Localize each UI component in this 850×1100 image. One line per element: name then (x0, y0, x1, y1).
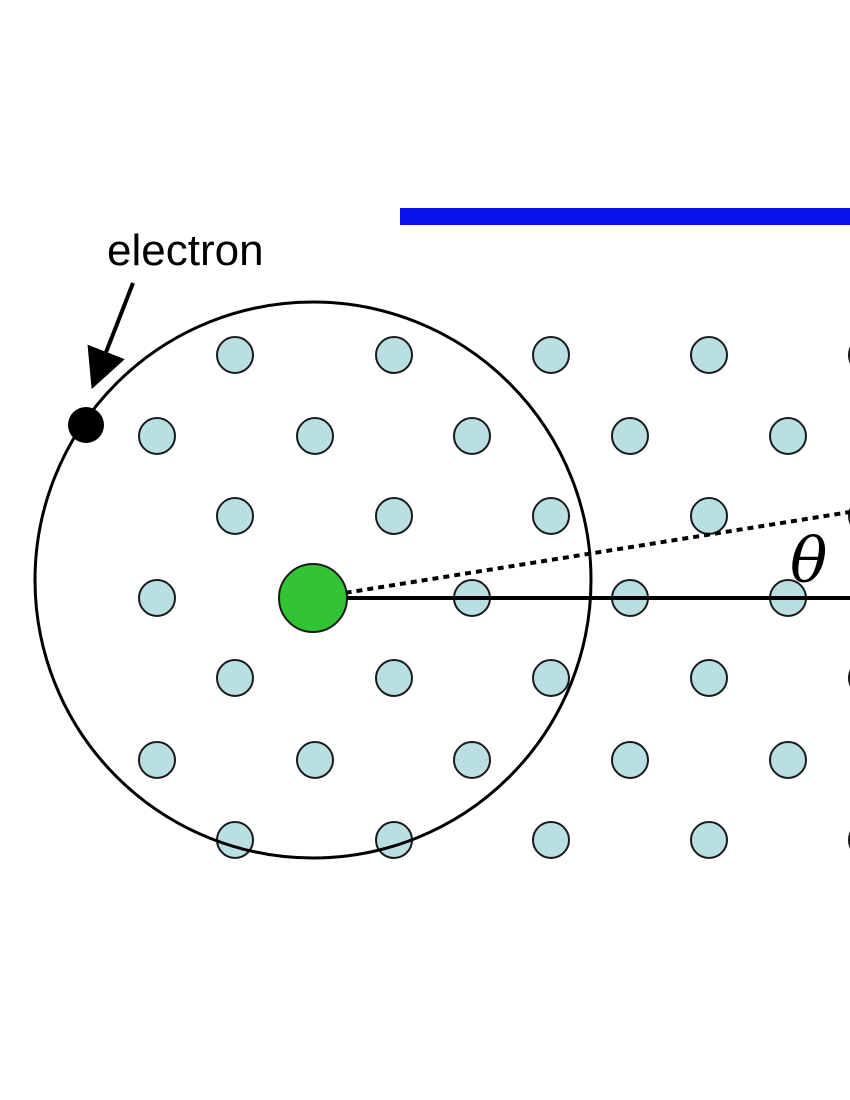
lattice-atom (138, 417, 176, 455)
lattice-atom (216, 497, 254, 535)
lattice-atom (453, 417, 491, 455)
electron-dot (68, 407, 104, 443)
electron-orbit (33, 300, 593, 860)
lattice-atom (532, 659, 570, 697)
lattice-atom (138, 741, 176, 779)
lattice-atom (216, 659, 254, 697)
lattice-atom (611, 417, 649, 455)
lattice-atom (690, 336, 728, 374)
lattice-atom (532, 821, 570, 859)
lattice-atom (375, 659, 413, 697)
lattice-atom (611, 741, 649, 779)
lattice-atom (690, 497, 728, 535)
angle-theta-label: θ (790, 524, 827, 597)
lattice-atom (769, 417, 807, 455)
lattice-atoms (138, 336, 850, 859)
lattice-atom (532, 497, 570, 535)
lattice-atom (375, 336, 413, 374)
electron-label: electron (107, 226, 264, 275)
lattice-atom (690, 821, 728, 859)
lattice-atom (375, 497, 413, 535)
lattice-atom (216, 821, 254, 859)
angled-dotted-line (312, 510, 850, 600)
lattice-atom (690, 659, 728, 697)
lattice-atom (375, 821, 413, 859)
lattice-atom (216, 336, 254, 374)
lattice-atom (453, 741, 491, 779)
lattice-atom (296, 741, 334, 779)
blue-bar (400, 208, 850, 225)
electron-arrow (87, 282, 135, 390)
lattice-atom (296, 417, 334, 455)
lattice-atom (532, 336, 570, 374)
lattice-atom (769, 741, 807, 779)
lattice-atom (138, 579, 176, 617)
center-atom (278, 563, 348, 633)
